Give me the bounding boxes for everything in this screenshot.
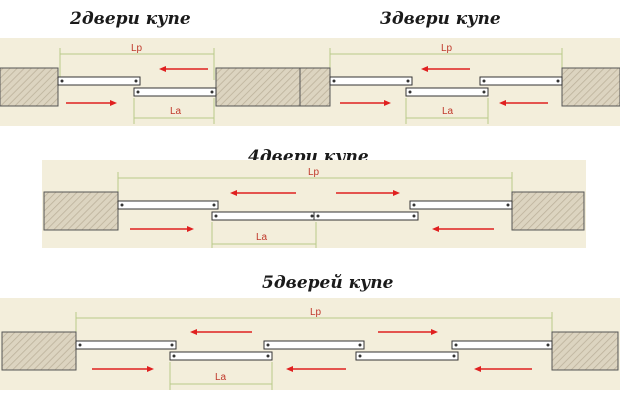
door-pin	[170, 343, 174, 347]
wall-left	[0, 67, 59, 107]
door-panel-4	[409, 200, 513, 210]
door-pin	[136, 90, 140, 94]
door-pin	[332, 79, 336, 83]
lp-label: Lp	[131, 43, 143, 54]
lp-label: Lp	[441, 43, 453, 54]
arrowhead-left	[421, 66, 428, 72]
door-pin	[482, 79, 486, 83]
door-panel-2	[169, 351, 273, 361]
arrowhead-left	[159, 66, 166, 72]
door-pin	[316, 214, 320, 218]
diagram-3-doors: 3двери купе Lp La	[299, 9, 620, 126]
arrowhead-right	[431, 329, 438, 335]
door-pin	[452, 354, 456, 358]
door-panel-2	[211, 211, 317, 221]
door-pin	[212, 203, 216, 207]
wall-left	[43, 191, 119, 231]
wall-right	[561, 67, 620, 107]
wall-left	[299, 67, 331, 107]
door-pin	[266, 343, 270, 347]
arrowhead-left-bottom-center	[286, 366, 293, 372]
arrowhead-left-bottom	[432, 226, 439, 232]
la-label: La	[256, 232, 268, 243]
door-pin	[412, 203, 416, 207]
wall-left	[1, 331, 77, 371]
door-pin	[506, 203, 510, 207]
wall-right	[551, 331, 619, 371]
arrowhead-left-bottom	[474, 366, 481, 372]
door-pin	[172, 354, 176, 358]
wall-right	[215, 67, 301, 107]
diagram-5-title: 5дверей купе	[262, 273, 394, 293]
door-panel-3	[313, 211, 419, 221]
arrowhead-right-bottom	[147, 366, 154, 372]
door-panel-4	[355, 351, 459, 361]
door-pin	[214, 214, 218, 218]
arrowhead-left-bottom	[499, 100, 506, 106]
door-panel-2	[133, 87, 217, 97]
arrowhead-right	[110, 100, 117, 106]
door-panel-3	[479, 76, 563, 86]
door-pin	[408, 90, 412, 94]
door-pin	[358, 354, 362, 358]
door-pin	[412, 214, 416, 218]
door-pin	[482, 90, 486, 94]
diagram-3-title: 3двери купе	[380, 9, 501, 29]
door-pin	[210, 90, 214, 94]
door-panel-3	[263, 340, 365, 350]
door-pin	[78, 343, 82, 347]
diagram-2-doors: 2двери купе Lp La	[0, 9, 301, 126]
arrowhead-left	[230, 190, 237, 196]
diagram-2-title: 2двери купе	[69, 9, 191, 29]
door-pin	[454, 343, 458, 347]
la-label: La	[170, 106, 182, 117]
door-pin	[556, 79, 560, 83]
la-label: La	[442, 106, 454, 117]
wall-right	[511, 191, 585, 231]
la-label: La	[215, 372, 227, 383]
door-panel-2	[405, 87, 489, 97]
door-pin	[406, 79, 410, 83]
door-panel-1	[75, 340, 177, 350]
door-pin	[546, 343, 550, 347]
diagram-5-doors: 5дверей купе Lp L	[0, 273, 620, 390]
door-panel-1	[57, 76, 141, 86]
door-pin	[266, 354, 270, 358]
door-panel-1	[329, 76, 413, 86]
door-panel-1	[117, 200, 219, 210]
arrowhead-right	[384, 100, 391, 106]
door-pin	[358, 343, 362, 347]
arrowhead-right	[393, 190, 400, 196]
door-panel-5	[451, 340, 553, 350]
lp-label: Lp	[310, 307, 322, 318]
arrowhead-left	[190, 329, 197, 335]
door-pin	[310, 214, 314, 218]
door-pin	[134, 79, 138, 83]
door-pin	[120, 203, 124, 207]
arrowhead-right-bottom	[187, 226, 194, 232]
lp-label: Lp	[308, 167, 320, 178]
diagram-4-doors: 4двери купе Lp La	[42, 147, 586, 248]
door-pin	[60, 79, 64, 83]
